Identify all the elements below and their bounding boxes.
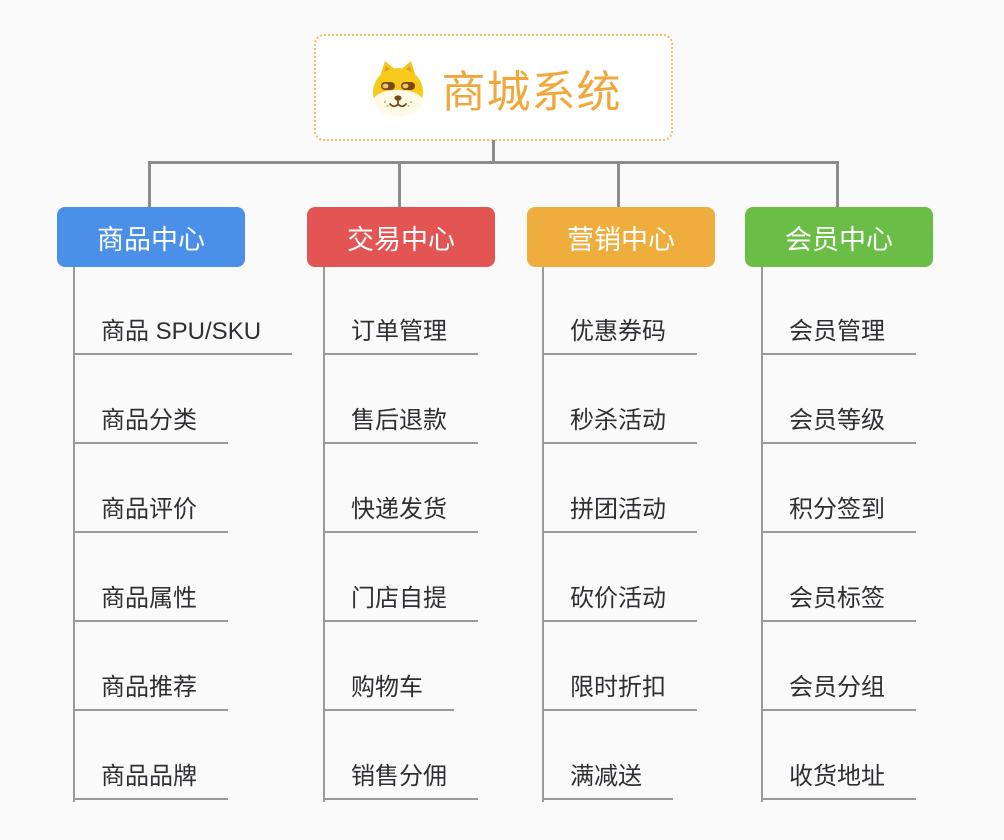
connector-trunk-marketing [542, 267, 544, 802]
subtopic-express-delivery[interactable]: 快递发货 [323, 495, 478, 533]
connector-drop-marketing [617, 161, 620, 207]
subtopic-points-checkin[interactable]: 积分签到 [761, 495, 916, 533]
subtopic-store-pickup[interactable]: 门店自提 [323, 584, 478, 622]
connector-drop-member [836, 161, 839, 207]
subtopic-shipping-address[interactable]: 收货地址 [761, 762, 916, 800]
branch-marketing-center[interactable]: 营销中心 [527, 207, 715, 267]
subtopic-product-brand[interactable]: 商品品牌 [73, 762, 228, 800]
connector-root-stem [492, 140, 495, 164]
subtopic-order-management[interactable]: 订单管理 [323, 317, 478, 355]
subtopic-flash-sale[interactable]: 秒杀活动 [542, 406, 697, 444]
subtopic-product-spu-sku[interactable]: 商品 SPU/SKU [73, 317, 293, 355]
subtopic-product-recommend[interactable]: 商品推荐 [73, 673, 228, 711]
subtopic-coupon-code[interactable]: 优惠券码 [542, 317, 697, 355]
branch-product-center[interactable]: 商品中心 [57, 207, 245, 267]
subtopic-bargain-activity[interactable]: 砍价活动 [542, 584, 697, 622]
subtopic-shopping-cart[interactable]: 购物车 [323, 673, 454, 711]
subtopic-product-attribute[interactable]: 商品属性 [73, 584, 228, 622]
subtopic-member-management[interactable]: 会员管理 [761, 317, 916, 355]
connector-horizontal-rail [148, 161, 839, 164]
connector-trunk-member [761, 267, 763, 802]
subtopic-member-level[interactable]: 会员等级 [761, 406, 916, 444]
branch-member-center[interactable]: 会员中心 [745, 207, 933, 267]
subtopic-product-review[interactable]: 商品评价 [73, 495, 228, 533]
subtopic-sales-commission[interactable]: 销售分佣 [323, 762, 478, 800]
root-topic-title: 商城系统 [441, 67, 622, 117]
connector-drop-trade [398, 161, 401, 207]
subtopic-member-tag[interactable]: 会员标签 [761, 584, 916, 622]
root-topic[interactable]: 商城系统 [314, 34, 673, 141]
subtopic-product-category[interactable]: 商品分类 [73, 406, 228, 444]
shiba-dog-icon [372, 60, 423, 116]
connector-trunk-product [73, 267, 75, 802]
subtopic-limited-time-discount[interactable]: 限时折扣 [542, 673, 697, 711]
connector-trunk-trade [323, 267, 325, 802]
connector-drop-product [148, 161, 151, 207]
subtopic-group-buy[interactable]: 拼团活动 [542, 495, 697, 533]
subtopic-aftersale-refund[interactable]: 售后退款 [323, 406, 478, 444]
subtopic-spend-and-save[interactable]: 满减送 [542, 762, 673, 800]
branch-trade-center[interactable]: 交易中心 [307, 207, 495, 267]
subtopic-member-group[interactable]: 会员分组 [761, 673, 916, 711]
